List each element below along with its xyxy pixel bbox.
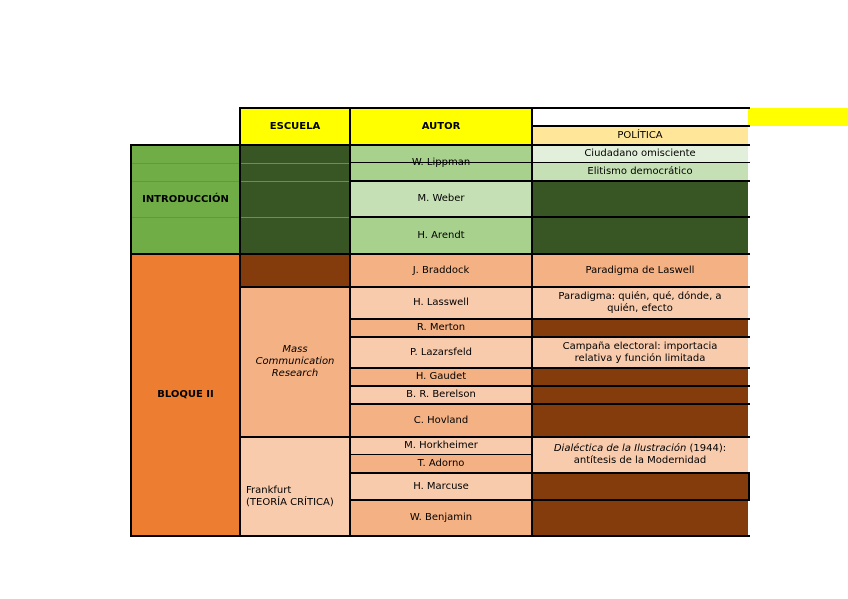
school-mass-communication-research: Mass Communication Research: [240, 287, 350, 437]
school-frankfurt: Frankfurt (TEORÍA CRÍTICA): [240, 437, 350, 536]
block-introduccion: INTRODUCCIÓN: [131, 145, 240, 254]
politica-omnisciente: Ciudadano omisciente: [532, 145, 748, 163]
politica-dialectica-title: Dialéctica de la Ilustración: [553, 443, 687, 454]
grid-line: [350, 336, 750, 338]
author-berelson: B. R. Berelson: [350, 386, 532, 404]
author-lippman: W. Lippman: [350, 145, 532, 181]
politica-arendt-empty: [532, 217, 748, 254]
header-autor: AUTOR: [350, 108, 532, 145]
grid-line: [130, 144, 132, 537]
grid-line: [532, 125, 750, 127]
politica-benjamin-empty: [532, 500, 748, 536]
author-gaudet: H. Gaudet: [350, 368, 532, 386]
politica-lasswell-line1: Paradigma: quién, qué, dónde, a: [558, 291, 722, 302]
author-lazarsfeld: P. Lazarsfeld: [350, 337, 532, 368]
politica-gaudet-empty: [532, 368, 748, 386]
school-mcr-line3: Research: [271, 368, 319, 379]
author-merton: R. Merton: [350, 319, 532, 337]
politica-dialectica: Dialéctica de la Ilustración (1944): ant…: [532, 437, 748, 473]
author-lasswell: H. Lasswell: [350, 287, 532, 319]
block-bloque-ii: BLOQUE II: [131, 254, 240, 536]
grid-line: [350, 318, 750, 320]
grid-line: [350, 180, 750, 182]
grid-line: [350, 162, 750, 163]
politica-merton-empty: [532, 319, 748, 337]
politica-hovland-empty: [532, 404, 748, 437]
grid-line: [130, 535, 750, 537]
author-benjamin: W. Benjamin: [350, 500, 532, 536]
politica-berelson-empty: [532, 386, 748, 404]
school-frankfurt-line2: (TEORÍA CRÍTICA): [246, 496, 334, 508]
intro-escuela-cell: [240, 145, 350, 254]
politica-elitismo: Elitismo democrático: [532, 163, 748, 181]
grid-line: [350, 499, 750, 501]
author-weber: M. Weber: [350, 181, 532, 217]
grid-line: [240, 436, 750, 438]
politica-lazarsfeld-line2: relativa y función limitada: [574, 352, 706, 364]
grid-line: [130, 144, 750, 146]
politica-dialectica-year: (1944):: [686, 443, 727, 454]
school-mcr-line1: Mass: [282, 344, 308, 355]
author-marcuse: H. Marcuse: [350, 473, 532, 500]
grid-line: [748, 473, 750, 500]
author-adorno: T. Adorno: [350, 455, 532, 473]
grid-line: [350, 367, 750, 369]
author-braddock: J. Braddock: [350, 254, 532, 287]
politica-lasswell: Paradigma: quién, qué, dónde, a quién, e…: [532, 287, 748, 319]
grid-line: [239, 107, 241, 537]
grid-line: [350, 403, 750, 405]
school-frankfurt-line1: Frankfurt: [246, 484, 292, 496]
politica-lasswell-line2: quién, efecto: [607, 303, 673, 314]
author-hovland: C. Hovland: [350, 404, 532, 437]
grid-line: [350, 216, 750, 218]
politica-dialectica-line2: antítesis de la Modernidad: [573, 455, 707, 466]
politica-weber-empty: [532, 181, 748, 217]
politica-lazarsfeld-line1: Campaña electoral: importacia: [562, 340, 718, 352]
header-politica: POLÍTICA: [532, 126, 748, 145]
grid-line: [240, 286, 750, 288]
grid-line: [531, 107, 533, 537]
grid-line: [350, 454, 532, 455]
braddock-escuela-cell: [240, 254, 350, 287]
author-horkheimer: M. Horkheimer: [350, 437, 532, 455]
grid-line: [350, 385, 750, 387]
grid-line: [350, 472, 750, 474]
politica-lazarsfeld: Campaña electoral: importacia relativa y…: [532, 337, 748, 368]
politica-marcuse-empty: [532, 473, 748, 500]
header-escuela: ESCUELA: [240, 108, 350, 145]
school-mcr-line2: Communication: [255, 356, 335, 367]
politica-dialectica-line1: Dialéctica de la Ilustración (1944):: [554, 443, 726, 455]
grid-line: [349, 107, 351, 537]
author-arendt: H. Arendt: [350, 217, 532, 254]
header-politica-white: [532, 108, 748, 126]
politica-laswell-paradigm: Paradigma de Laswell: [532, 254, 748, 287]
grid-line: [130, 253, 750, 255]
grid-line: [240, 107, 750, 109]
